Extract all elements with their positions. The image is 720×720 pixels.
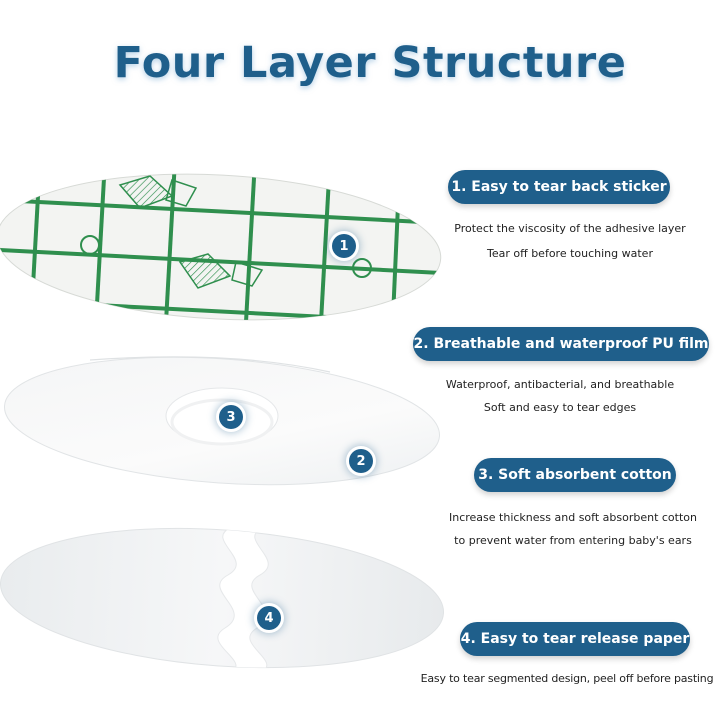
release-paper-layer — [0, 527, 445, 673]
layer-4-heading: 4. Easy to tear release paper — [460, 622, 690, 656]
layer-1-line-2: Tear off before touching water — [487, 247, 653, 260]
layer-1-line-1: Protect the viscosity of the adhesive la… — [454, 222, 686, 235]
layer-3-badge: 3 — [219, 405, 243, 429]
layer-1-badge: 1 — [332, 234, 356, 258]
page-title: Four Layer Structure — [113, 38, 627, 88]
layer-2-line-2: Soft and easy to tear edges — [483, 401, 637, 414]
layer-3-line-1: Increase thickness and soft absorbent co… — [449, 511, 697, 524]
back-sticker-layer — [0, 163, 445, 331]
layer-2-badge: 2 — [349, 449, 373, 473]
layer-3-heading: 3. Soft absorbent cotton — [474, 458, 676, 492]
layer-4-badge: 4 — [257, 606, 281, 630]
layer-3-line-2: to prevent water from entering baby's ea… — [454, 534, 692, 547]
layer-4-line-1: Easy to tear segmented design, peel off … — [420, 672, 714, 685]
layer-1-heading: 1. Easy to tear back sticker — [448, 170, 670, 204]
layer-2-line-1: Waterproof, antibacterial, and breathabl… — [445, 378, 675, 391]
layer-2-heading: 2. Breathable and waterproof PU film — [413, 327, 709, 361]
